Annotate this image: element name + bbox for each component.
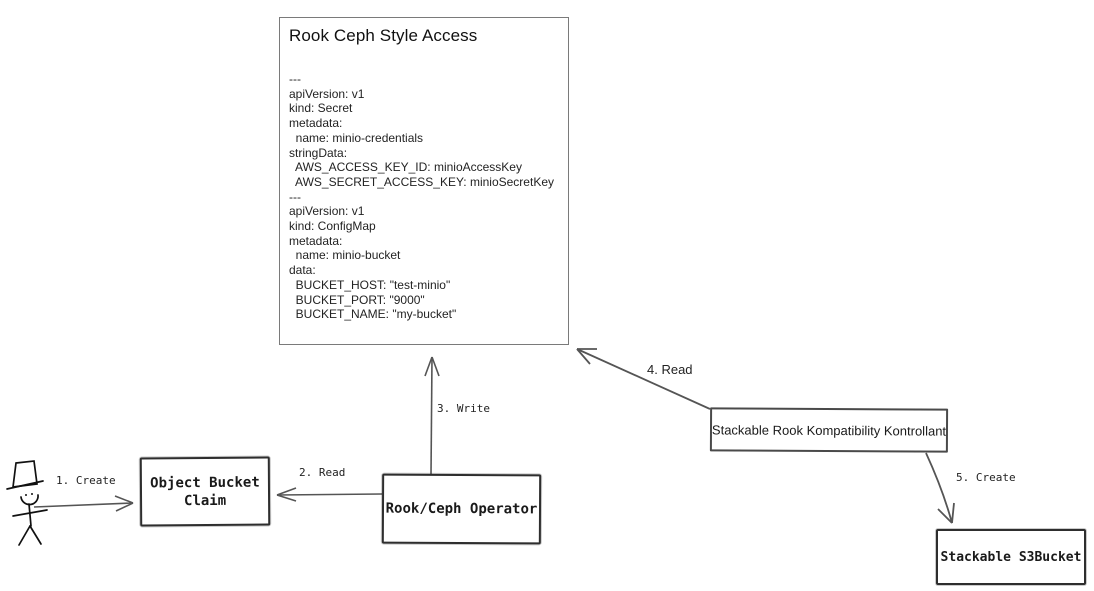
edge-label-1-create: 1. Create [56, 474, 116, 487]
edge-label-3-write: 3. Write [437, 402, 490, 415]
node-stackable-rook-kompatibility-kontrollant: Stackable Rook Kompatibility Kontrollant [709, 407, 949, 453]
node-rook-ceph-style-access: Rook Ceph Style Access --- apiVersion: v… [279, 17, 569, 345]
node-stackable-s3bucket: Stackable S3Bucket [936, 529, 1086, 585]
node-label: Stackable Rook Kompatibility Kontrollant [711, 421, 947, 439]
arrow-3-write [424, 356, 440, 476]
arrow-5-create [925, 452, 955, 524]
arrow-2-read [276, 487, 383, 502]
edge-label-2-read: 2. Read [299, 466, 346, 479]
node-title: Rook Ceph Style Access [289, 26, 478, 45]
user-stick-figure-icon [6, 460, 48, 546]
node-object-bucket-claim: Object Bucket Claim [139, 456, 271, 527]
arrow-1-create [33, 495, 134, 512]
node-label: Rook/Ceph Operator [385, 500, 538, 518]
node-label: Stackable S3Bucket [940, 549, 1082, 565]
node-label: Object Bucket Claim [150, 474, 260, 509]
edge-label-4-read: 4. Read [647, 362, 693, 377]
edge-label-5-create: 5. Create [956, 471, 1016, 484]
node-rook-ceph-operator: Rook/Ceph Operator [381, 473, 542, 545]
yaml-manifest-text: --- apiVersion: v1 kind: Secret metadata… [289, 72, 554, 322]
arrow-4-read [576, 348, 711, 410]
